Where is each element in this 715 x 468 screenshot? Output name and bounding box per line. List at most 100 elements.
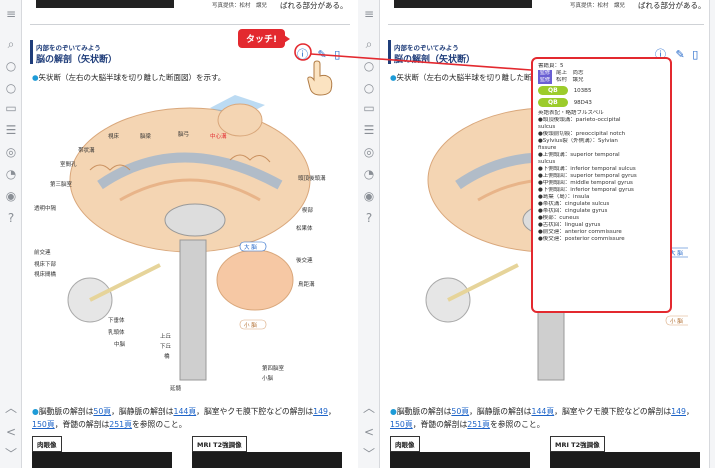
reference-text: ●脳動脈の解剖は50頁，脳静脈の解剖は144頁，脳室やクモ膜下腔などの解剖は14… — [390, 405, 709, 431]
eraser-icon[interactable]: ◉ — [363, 189, 375, 203]
term-item: fissure — [538, 145, 557, 151]
page-title: 脳の解剖（矢状断） — [394, 55, 476, 65]
term-item: ●島葉（島）：insula — [538, 194, 590, 200]
page-title: 脳の解剖（矢状断） — [36, 55, 118, 65]
cerebrum-label: 大 脳 — [670, 249, 683, 257]
ref-link[interactable]: 50頁 — [451, 407, 470, 416]
qb-badge[interactable]: QB — [538, 98, 568, 107]
scroll-up-icon[interactable]: ︿ — [4, 401, 17, 415]
diagram-label: 室間孔 — [60, 160, 77, 168]
scroll-down-icon[interactable]: ﹀ — [362, 447, 375, 461]
tab-gross[interactable]: 肉眼像 — [32, 436, 62, 452]
cerebellum-label: 小 脳 — [244, 321, 257, 329]
bookmark-icon[interactable]: ▯ — [334, 48, 341, 61]
document-icon[interactable]: ☰ — [5, 123, 17, 137]
lead-text: ●矢状断（左右の大脳半球を切り離した断面図）を示す。 — [32, 72, 225, 83]
term-item: ●上側頭溝：superior temporal — [538, 152, 620, 158]
ref-link[interactable]: 251頁 — [467, 420, 490, 429]
ref-link[interactable]: 150頁 — [390, 420, 413, 429]
top-text: ばれる部分がある。 — [638, 1, 706, 10]
circle-icon[interactable]: ○ — [363, 81, 375, 95]
diagram-label: 透明中隔 — [34, 204, 57, 212]
diagram-label: 脳梁 — [140, 132, 152, 140]
ref-text: ，脳室やクモ膜下腔などの解剖は — [196, 407, 314, 416]
lead-text-content: 矢状断（左右の大脳半球を切り離した断面図）を示す。 — [396, 73, 584, 82]
bullet-icon: ● — [390, 407, 397, 416]
tab-mri[interactable]: MRI T2強調像 — [550, 436, 605, 452]
tab-mri[interactable]: MRI T2強調像 — [192, 436, 247, 452]
gross-photo — [32, 452, 172, 468]
right-edge-scrollbar[interactable] — [709, 0, 715, 468]
cerebellum-pill — [665, 315, 688, 326]
term-item: ●下側頭回：inferior temporal gyrus — [538, 187, 634, 193]
diagram-label: 橋 — [164, 352, 170, 360]
bookmark-icon[interactable]: ▯ — [692, 48, 699, 61]
term-item: ●Sylvius裂（外側溝）：Sylvian — [538, 138, 618, 144]
term-item: ●帯状回：cingulate gyrus — [538, 208, 608, 214]
ref-link[interactable]: 149 — [313, 407, 329, 416]
diagram-label: 第三脳室 — [50, 180, 73, 188]
diagram-label: 小脳 — [262, 374, 274, 382]
edit-icon[interactable]: ✎ — [675, 48, 685, 61]
editor-role-badge: 監修 — [538, 77, 553, 84]
back-icon[interactable]: < — [363, 425, 375, 439]
lead-text-content: 矢状断（左右の大脳半球を切り離した断面図）を示す。 — [38, 73, 226, 82]
diagram-label: 後交連 — [296, 256, 313, 264]
book-icon[interactable]: ▭ — [363, 101, 375, 115]
diagram-label: 視床下部 — [34, 260, 57, 268]
section-divider — [30, 24, 350, 25]
circle-icon[interactable]: ○ — [5, 59, 17, 73]
diagram-label: 中脳 — [114, 340, 126, 348]
crop-icon[interactable]: ◔ — [363, 167, 375, 181]
document-icon[interactable]: ☰ — [363, 123, 375, 137]
scroll-up-icon[interactable]: ︿ — [362, 401, 375, 415]
note-icon[interactable]: ◎ — [5, 145, 17, 159]
ref-link[interactable]: 149 — [671, 407, 687, 416]
editor-name: 松村 譲兒 — [556, 77, 584, 83]
menu-icon[interactable]: ≡ — [363, 7, 375, 21]
tab-gross[interactable]: 肉眼像 — [390, 436, 420, 452]
menu-icon[interactable]: ≡ — [5, 7, 17, 21]
term-item: ●後交連：posterior commissure — [538, 236, 625, 242]
search-icon[interactable]: ⌕ — [365, 37, 373, 51]
ref-link[interactable]: 144頁 — [531, 407, 555, 416]
diagram-label: 延髄 — [170, 384, 182, 392]
popup-editor-row: 監修尾上 尚志 — [538, 70, 665, 77]
qb-badge[interactable]: QB — [538, 86, 568, 95]
cerebrum-pill — [239, 241, 267, 252]
ref-link[interactable]: 150頁 — [32, 420, 55, 429]
mri-photo — [192, 452, 342, 468]
ref-link[interactable]: 50頁 — [93, 407, 112, 416]
top-text: ばれる部分がある。 — [280, 1, 348, 10]
help-icon[interactable]: ? — [7, 211, 15, 225]
circle-icon[interactable]: ○ — [5, 81, 17, 95]
search-icon[interactable]: ⌕ — [7, 37, 15, 51]
qb-row: QB 98D43 — [538, 98, 665, 107]
back-icon[interactable]: < — [5, 425, 17, 439]
qb-code[interactable]: 103B5 — [573, 88, 592, 94]
info-icon[interactable]: ⓘ — [655, 48, 666, 61]
editor-role-badge: 監修 — [538, 70, 553, 77]
crop-icon[interactable]: ◔ — [5, 167, 17, 181]
ref-link[interactable]: 144頁 — [173, 407, 197, 416]
term-item: ●後頭前切痕：preoccipital notch — [538, 131, 626, 137]
section-eyebrow: 内部をのぞいてみよう — [394, 44, 459, 52]
qb-code[interactable]: 98D43 — [573, 100, 592, 106]
term-item: ●前交連：anterior commissure — [538, 229, 622, 235]
diagram-label: 頭頂後頭溝 — [298, 174, 326, 182]
eraser-icon[interactable]: ◉ — [5, 189, 17, 203]
reference-text: ●脳動脈の解剖は50頁，脳静脈の解剖は144頁，脳室やクモ膜下腔などの解剖は14… — [32, 405, 352, 431]
ref-link[interactable]: 251頁 — [109, 420, 132, 429]
scroll-down-icon[interactable]: ﹀ — [4, 447, 17, 461]
help-icon[interactable]: ? — [365, 211, 373, 225]
ref-text: ，脳静脈の解剖は — [469, 407, 532, 416]
ref-text: ， — [686, 407, 694, 416]
bullet-icon: ● — [32, 407, 39, 416]
book-icon[interactable]: ▭ — [5, 101, 17, 115]
ref-text: を参照のこと。 — [489, 420, 545, 429]
ref-text: ， — [328, 407, 336, 416]
term-item: ●上側頭回：superior temporal gyrus — [538, 173, 637, 179]
circle-icon[interactable]: ○ — [363, 59, 375, 73]
note-icon[interactable]: ◎ — [363, 145, 375, 159]
